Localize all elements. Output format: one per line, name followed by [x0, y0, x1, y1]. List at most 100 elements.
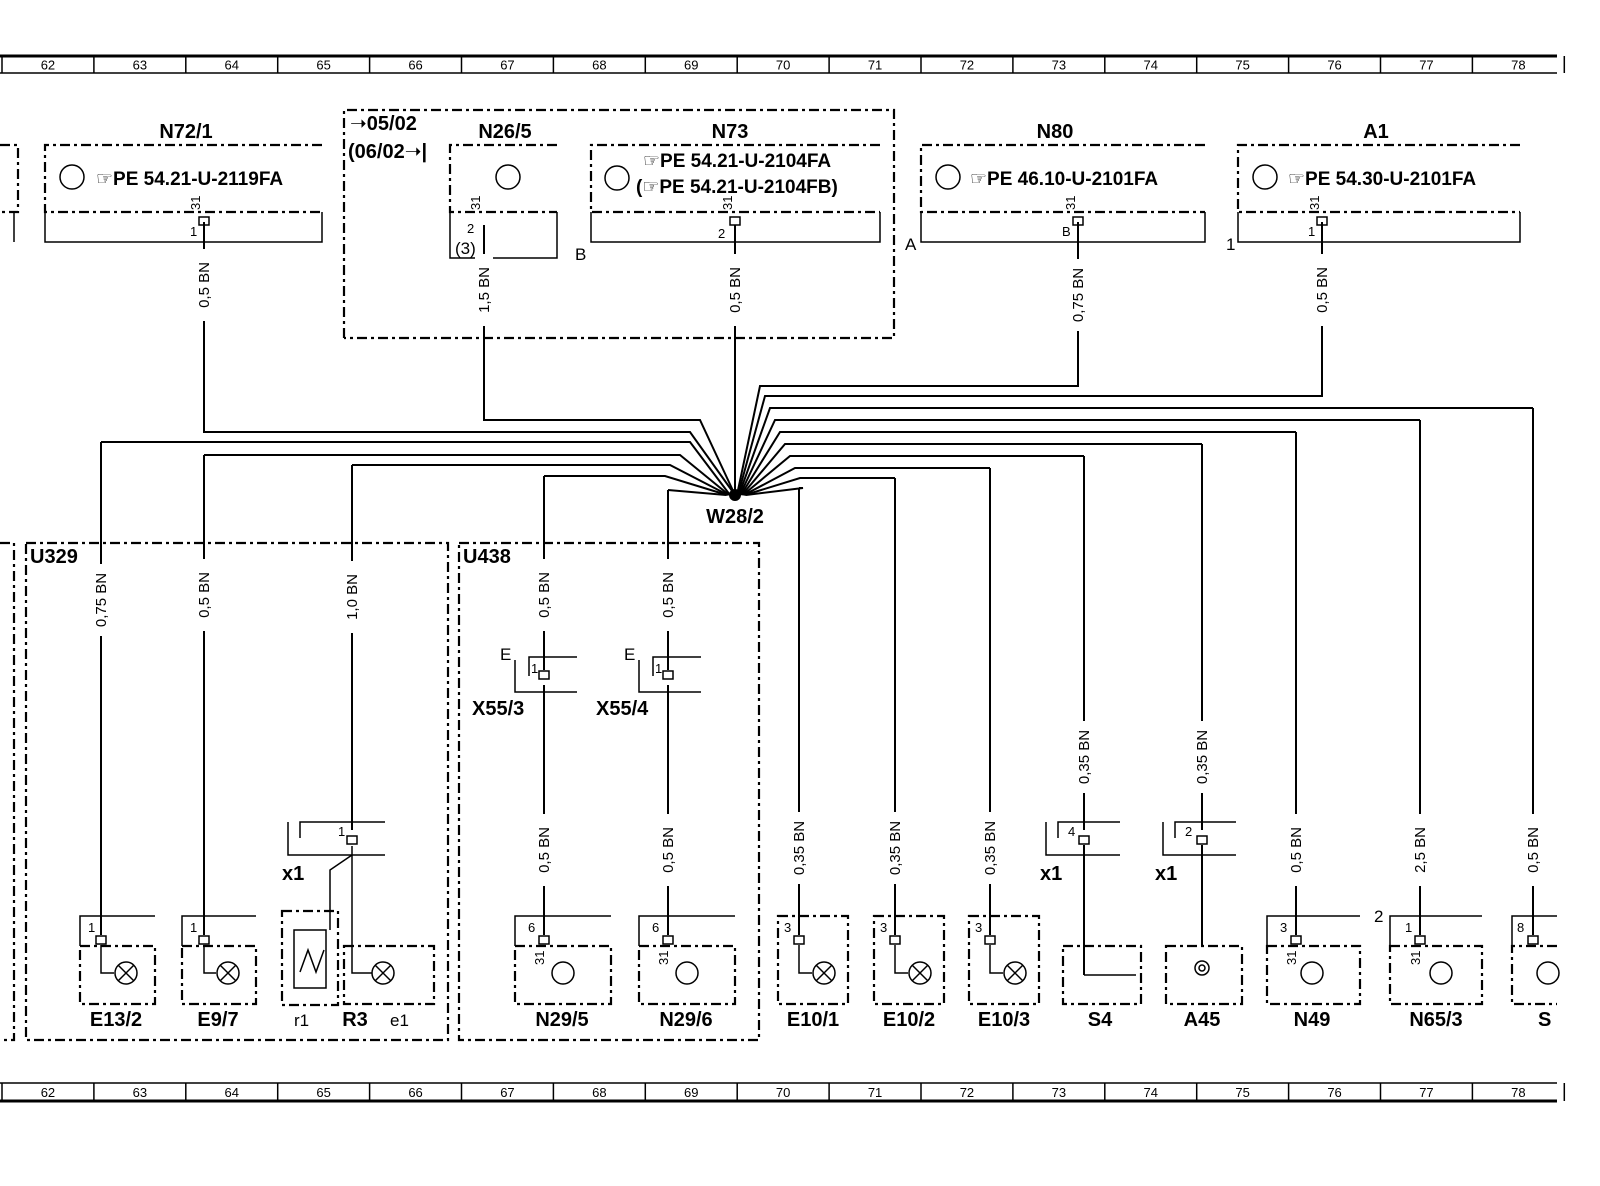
ruler-number: 68 — [592, 1085, 606, 1100]
e9-7-name: E9/7 — [197, 1009, 238, 1031]
ruler-number: 65 — [316, 1085, 330, 1100]
n65-3-pin: 1 — [1405, 920, 1412, 935]
ruler-number: 71 — [868, 1085, 882, 1100]
ruler-number: 72 — [960, 1085, 974, 1100]
lamp-icon — [1003, 961, 1027, 985]
ruler-number: 71 — [868, 58, 882, 73]
pin-terminal — [198, 216, 210, 226]
ruler-number: 76 — [1327, 58, 1341, 73]
transistor-icon — [1536, 961, 1560, 985]
ruler-number: 70 — [776, 58, 790, 73]
e10-1-name: E10/1 — [787, 1009, 839, 1031]
ruler-number: 64 — [225, 1085, 239, 1100]
wire-label-e10-2: 0,35 BN — [887, 821, 904, 875]
date-variant-box: ➝05/02 (06/02➝| — [342, 108, 896, 340]
n73-pin-num: 2 — [718, 226, 725, 241]
wire-label-bg — [790, 812, 808, 884]
u438-group: U438 — [457, 541, 761, 1042]
ruler-number: 78 — [1511, 58, 1525, 73]
a1-ref: ☞PE 54.30-U-2101FA — [1288, 169, 1476, 190]
wire-label-bg — [1411, 814, 1429, 886]
n26-5-note: B — [575, 245, 586, 264]
r3-sub1: r1 — [294, 1011, 309, 1030]
n26-5-pin-num: 2 — [467, 221, 474, 236]
n73-ref2: (☞PE 54.21-U-2104FB) — [636, 177, 838, 198]
ruler-number: 75 — [1235, 58, 1249, 73]
ruler-number: 76 — [1327, 1085, 1341, 1100]
pin-terminal — [729, 216, 741, 226]
s4-name: S4 — [1088, 1009, 1113, 1031]
drop-wires — [100, 408, 1534, 975]
lamp-icon — [812, 961, 836, 985]
ruler-number: 67 — [500, 1085, 514, 1100]
n73-name: N73 — [712, 121, 749, 143]
x1-r3-pin: 1 — [338, 824, 345, 839]
wire-label-n29-6-top: 0,5 BN — [660, 572, 677, 618]
wire-label-bg — [1075, 721, 1093, 793]
e13-2-name: E13/2 — [90, 1009, 142, 1031]
a45-component: A45 — [1164, 944, 1244, 1031]
n29-6-component: 6 31 N29/6 — [637, 915, 737, 1031]
e10-1-component: 3 E10/1 — [776, 914, 850, 1031]
wire-label-r3: 1,0 BN — [344, 574, 361, 620]
transistor-icon — [495, 164, 521, 190]
wire-label-a45: 0,35 BN — [1194, 730, 1211, 784]
e9-7-component: 1 E9/7 — [180, 915, 258, 1031]
wire-label-bg — [659, 814, 677, 886]
ruler-number: 64 — [225, 58, 239, 73]
ruler-number: 72 — [960, 58, 974, 73]
connector-x55-3: E 1 X55/3 — [472, 645, 577, 720]
date-from: ➝05/02 — [350, 113, 417, 135]
n49-pin: 3 — [1280, 920, 1287, 935]
x1-r3-name: x1 — [282, 863, 304, 885]
wire-label-bg — [475, 254, 493, 326]
n65-3-name: N65/3 — [1409, 1009, 1462, 1031]
transistor-icon — [59, 164, 85, 190]
n72-1-pin-num: 1 — [190, 224, 197, 239]
wire-label-n29-5-top: 0,5 BN — [536, 572, 553, 618]
u329-group: U329 — [0, 541, 450, 1042]
n29-5-component: 6 31 N29/5 — [513, 915, 613, 1031]
ruler-number: 63 — [133, 1085, 147, 1100]
n80-block: N80 ☞PE 46.10-U-2101FA 31 B — [919, 121, 1206, 243]
resistor-icon — [293, 929, 327, 989]
wire-label-bg — [92, 564, 110, 636]
n29-5-ground: 31 — [532, 951, 547, 965]
e10-2-component: 3 E10/2 — [872, 914, 946, 1031]
e13-2-component: 1 E13/2 — [78, 915, 157, 1031]
a1-note: 1 — [1226, 235, 1235, 254]
wire-label-bg — [195, 249, 213, 321]
n65-3-note: 2 — [1374, 907, 1383, 926]
wire-label-bg — [535, 559, 553, 631]
s-partial-name: S — [1538, 1009, 1551, 1031]
r3-component: r1 R3 e1 — [280, 846, 436, 1031]
n29-5-pin: 6 — [528, 920, 535, 935]
ruler-number: 78 — [1511, 1085, 1525, 1100]
n29-6-pin: 6 — [652, 920, 659, 935]
wire-label-e13-2: 0,75 BN — [93, 573, 110, 627]
ruler-number: 67 — [500, 58, 514, 73]
transistor-icon — [1300, 961, 1324, 985]
n49-name: N49 — [1294, 1009, 1331, 1031]
ruler-number: 75 — [1235, 1085, 1249, 1100]
ruler-number: 62 — [41, 58, 55, 73]
ruler-number: 66 — [408, 1085, 422, 1100]
n26-5-pin-ground: 31 — [468, 196, 483, 210]
wire-label-s4: 0,35 BN — [1076, 730, 1093, 784]
n73-ref1: ☞PE 54.21-U-2104FA — [643, 151, 831, 172]
partial-left-block — [0, 143, 20, 242]
u438-label: U438 — [463, 546, 511, 568]
x1-a45-name: x1 — [1155, 863, 1177, 885]
ruler-number: 63 — [133, 58, 147, 73]
u329-label: U329 — [30, 546, 78, 568]
ruler-number: 65 — [316, 58, 330, 73]
wire-label-n26-5: 1,5 BN — [476, 267, 493, 313]
ruler-number: 74 — [1144, 1085, 1158, 1100]
wire-label-n49: 0,5 BN — [1288, 827, 1305, 873]
n72-1-pin-ground: 31 — [188, 196, 203, 210]
n80-pin-num: B — [1062, 224, 1071, 239]
wire-label-n29-6-bot: 0,5 BN — [660, 827, 677, 873]
